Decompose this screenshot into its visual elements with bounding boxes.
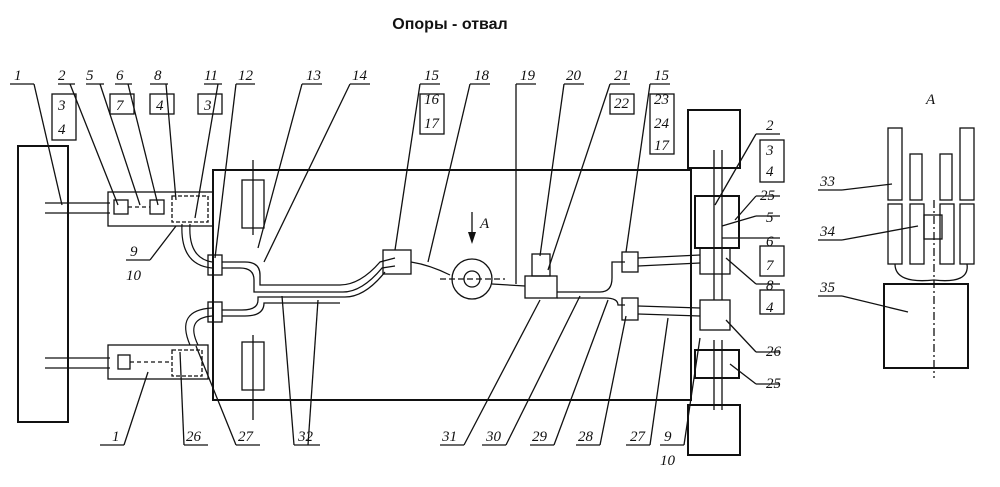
callout-number: 33: [819, 174, 835, 190]
callout-number: 9: [664, 429, 672, 445]
callout-number: 24: [654, 116, 670, 132]
view-label: А: [925, 92, 936, 108]
callout-number: 9: [130, 244, 138, 260]
callout-number: 4: [58, 122, 66, 138]
main-frame: [212, 169, 692, 401]
callout-number: 3: [203, 98, 212, 114]
callout-number: 3: [765, 143, 774, 159]
callout-number: 1: [14, 68, 22, 84]
callout-number: 15: [424, 68, 440, 84]
callout-number: 10: [126, 268, 142, 284]
callout-number: 2: [58, 68, 66, 84]
callout-number: 14: [352, 68, 368, 84]
callout-number: 16: [424, 92, 440, 108]
callout-number: 25: [766, 376, 782, 392]
callout-number: 3: [57, 98, 66, 114]
cylinder-lower-left: [45, 344, 209, 380]
callout-number: 34: [819, 224, 836, 240]
callout-number: 4: [156, 98, 164, 114]
callout-number: 8: [154, 68, 162, 84]
callout-number: 27: [238, 429, 255, 445]
callout-number: 17: [424, 116, 441, 132]
callout-number: 30: [485, 429, 502, 445]
callout-number: 7: [116, 98, 125, 114]
callout-number: 13: [306, 68, 321, 84]
callout-number: 1: [112, 429, 120, 445]
callout-number: 5: [86, 68, 94, 84]
callout-number: 26: [766, 344, 782, 360]
arrow-label: А: [479, 216, 490, 232]
callout-number: 4: [766, 164, 774, 180]
callout-number: 29: [532, 429, 548, 445]
callout-number: 10: [660, 453, 676, 469]
view-a: [818, 127, 975, 378]
callout-number: 25: [760, 188, 776, 204]
left-frame: [17, 145, 69, 423]
callout-number: 26: [186, 429, 202, 445]
callout-number: 17: [654, 138, 671, 154]
callout-number: 6: [766, 234, 774, 250]
callout-number: 18: [474, 68, 490, 84]
diagram-title: Опоры - отвал: [392, 16, 508, 33]
callout-number: 28: [578, 429, 594, 445]
callout-number: 12: [238, 68, 254, 84]
callout-number: 7: [766, 258, 775, 274]
cylinder-upper-left: [45, 191, 214, 227]
callout-number: 6: [116, 68, 124, 84]
right-bottom-block: [687, 404, 741, 456]
callout-number: 20: [566, 68, 582, 84]
callout-number: 8: [766, 278, 774, 294]
callout-number: 19: [520, 68, 536, 84]
callout-number: 27: [630, 429, 647, 445]
valve-block: [524, 275, 558, 299]
callout-number: 5: [766, 210, 774, 226]
callout-number: 21: [614, 68, 629, 84]
callout-number: 31: [441, 429, 457, 445]
callout-number: 2: [766, 118, 774, 134]
callout-number: 15: [654, 68, 670, 84]
callout-labels: 1 2 3 4 5 6 7 8 4 11 3 12 13 14 15 16 17…: [14, 68, 836, 469]
callout-number: 22: [614, 96, 630, 112]
callout-number: 4: [766, 300, 774, 316]
callout-number: 11: [204, 68, 218, 84]
central-swivel: [440, 212, 505, 300]
callout-number: 35: [819, 280, 836, 296]
callout-number: 23: [654, 92, 669, 108]
callout-number: 32: [297, 429, 314, 445]
